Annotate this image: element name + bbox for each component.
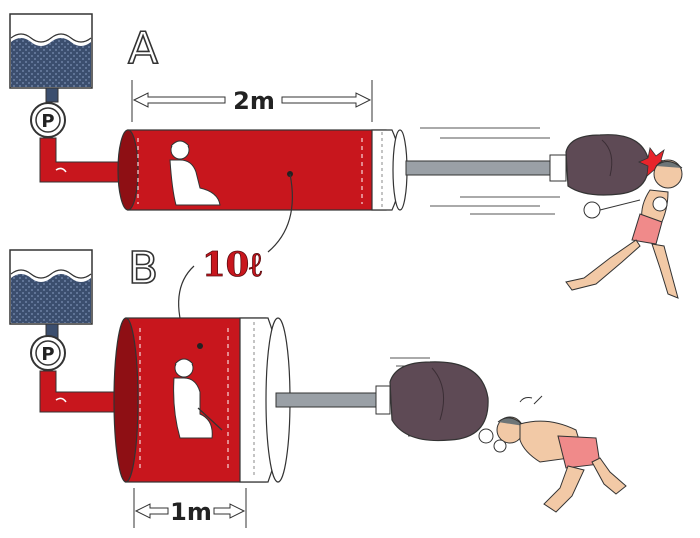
dimension-1m-label: 1m: [170, 498, 212, 526]
supply-pipe-a: [39, 137, 129, 183]
pump-b: P: [30, 335, 66, 371]
panel-b: B P: [9, 242, 627, 528]
boxer-a: [565, 159, 683, 299]
volume-label: 10ℓ: [202, 245, 262, 285]
boxing-glove-b: [389, 361, 489, 442]
dimension-2m-label: 2m: [233, 87, 275, 115]
cylinder-b: [113, 317, 291, 483]
water-tank-a: [9, 13, 93, 103]
pump-a-label: P: [41, 111, 54, 132]
boxer-b: [478, 395, 627, 513]
dimension-1m: 1m: [133, 488, 247, 528]
piston-rod-a: [405, 160, 561, 176]
piston-rod-b: [275, 392, 383, 408]
panel-a: A P 2m: [9, 13, 683, 299]
cylinder-a: [117, 129, 408, 211]
seated-figure-a: [169, 140, 221, 206]
dimension-2m: 2m: [131, 80, 373, 122]
volume-callout: 10ℓ: [178, 173, 293, 341]
panel-a-label: A: [128, 23, 158, 74]
seated-figure-b: [173, 358, 223, 439]
panel-b-label: B: [128, 243, 158, 294]
boxing-glove-a: [565, 134, 650, 196]
water-tank-b: [9, 249, 93, 339]
pump-b-label: P: [41, 344, 54, 365]
pump-a: P: [30, 102, 66, 138]
speed-lines-a: [420, 127, 560, 215]
